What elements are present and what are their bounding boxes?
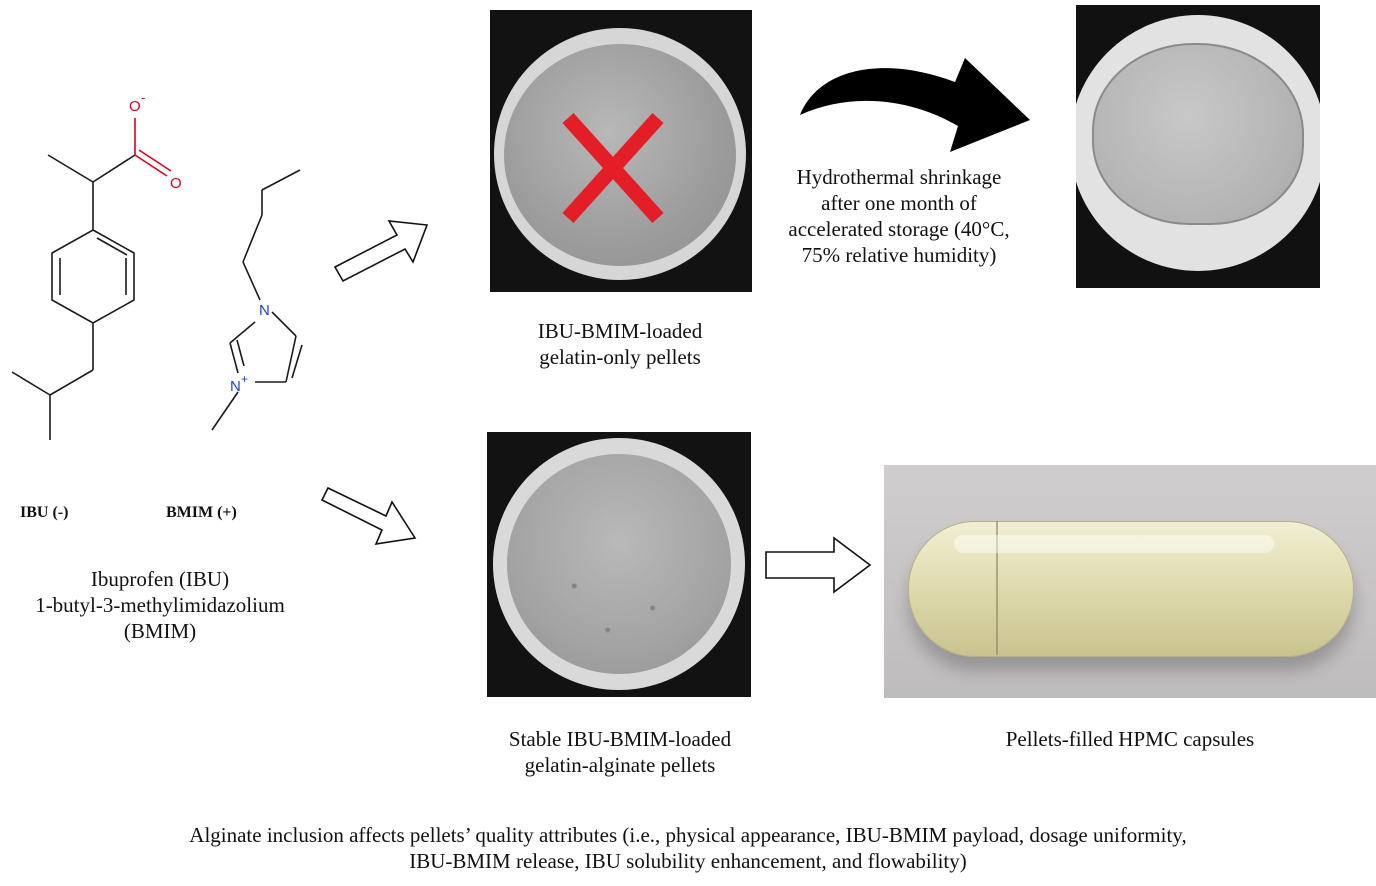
description-line: (BMIM): [123, 619, 197, 643]
gelatin-only-pellet-photo: [490, 10, 752, 292]
arrow-to-alginate-pellets: [320, 486, 417, 546]
gelatin-alginate-caption: Stable IBU-BMIM-loaded gelatin-alginate …: [440, 726, 800, 778]
molecule-description: Ibuprofen (IBU) 1-butyl-3-methylimidazol…: [0, 566, 320, 644]
capsule: [908, 521, 1354, 657]
arrow-to-capsules: [765, 536, 872, 594]
caption-line: IBU-BMIM-loaded: [537, 319, 703, 343]
caption-line: gelatin-alginate pellets: [524, 753, 716, 777]
description-line: 1-butyl-3-methylimidazolium: [35, 593, 285, 617]
molecular-structures: O - O N N +: [11, 90, 303, 440]
gelatin-alginate-pellet-photo: [487, 432, 751, 697]
ibu-label: IBU (-): [20, 504, 69, 521]
pellet-surface: [507, 454, 731, 674]
capsule-band: [996, 521, 998, 655]
hpmc-capsule-photo: [884, 465, 1376, 698]
storage-arrow: [800, 58, 1030, 152]
caption-line: 75% relative humidity): [801, 243, 997, 267]
conclusion-line: Alginate inclusion affects pellets’ qual…: [189, 823, 1187, 847]
storage-caption: Hydrothermal shrinkage after one month o…: [746, 164, 1052, 268]
caption-line: accelerated storage (40°C,: [788, 217, 1010, 241]
atom-n3: N: [230, 378, 241, 395]
gelatin-only-caption: IBU-BMIM-loaded gelatin-only pellets: [440, 318, 800, 370]
atom-labels: O - O N N +: [129, 90, 270, 395]
description-line: Ibuprofen (IBU): [90, 567, 230, 591]
atom-o-minus: O: [129, 98, 141, 115]
caption-line: Hydrothermal shrinkage: [796, 165, 1002, 189]
capsule-highlight: [954, 535, 1274, 553]
atom-n1: N: [259, 302, 270, 319]
shrunken-pellet-photo: [1076, 5, 1320, 288]
caption-line: Stable IBU-BMIM-loaded: [508, 727, 732, 751]
arrow-to-gelatin-pellets: [333, 220, 429, 283]
pellet-surface: [1092, 43, 1304, 225]
ibuprofen-structure: [11, 118, 172, 440]
conclusion-text: Alginate inclusion affects pellets’ qual…: [0, 822, 1376, 874]
atom-o-carbonyl: O: [170, 175, 182, 192]
caption-line: after one month of: [821, 191, 977, 215]
reject-cross-icon: [562, 112, 664, 224]
bmim-structure: [211, 169, 303, 431]
conclusion-line: IBU-BMIM release, IBU solubility enhance…: [409, 849, 967, 873]
capsule-caption: Pellets-filled HPMC capsules: [1005, 727, 1255, 751]
caption-line: gelatin-only pellets: [539, 345, 701, 369]
bmim-label: BMIM (+): [166, 504, 237, 521]
atom-n3-charge: +: [241, 372, 248, 386]
atom-o-minus-charge: -: [141, 90, 145, 105]
